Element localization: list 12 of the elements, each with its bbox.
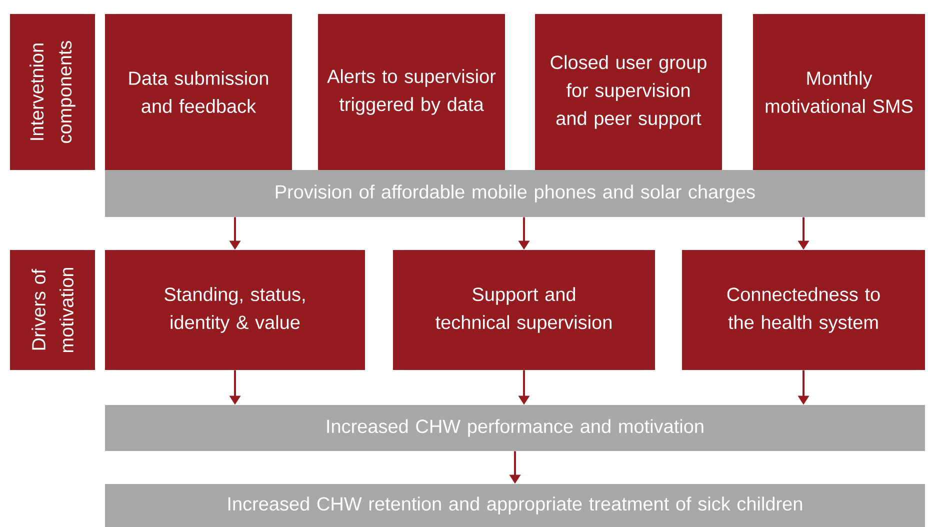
row-label-box: Intervetnion components xyxy=(10,14,95,170)
process-band: Increased CHW performance and motivation xyxy=(105,405,926,451)
process-box: Support and technical supervision xyxy=(393,250,655,370)
process-box: Monthly motivational SMS xyxy=(753,14,926,170)
process-band: Provision of affordable mobile phones and solar charges xyxy=(105,170,926,217)
process-box: Connectedness to the health system xyxy=(682,250,926,370)
row-label-box: Drivers of motivation xyxy=(10,250,95,370)
process-box: Alerts to supervisior triggered by data xyxy=(318,14,505,170)
process-box: Closed user group for supervision and peer support xyxy=(535,14,722,170)
process-box: Standing, status, identity & value xyxy=(105,250,365,370)
process-band: Increased CHW retention and appropriate treatment of sick children xyxy=(105,484,926,527)
process-box: Data submission and feedback xyxy=(105,14,292,170)
